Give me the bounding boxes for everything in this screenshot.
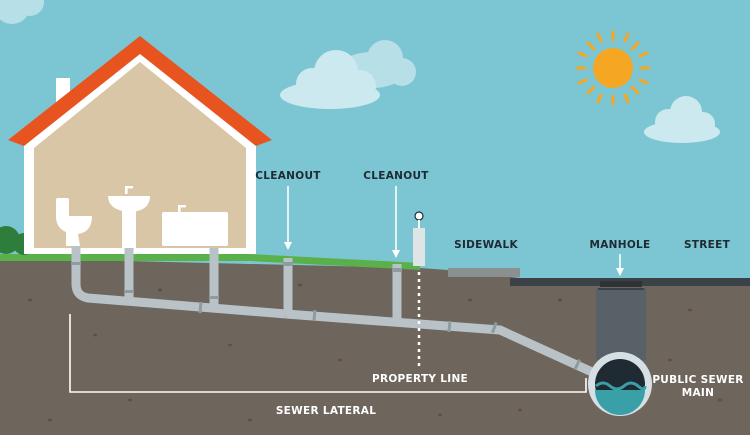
soil-specks (27, 283, 723, 422)
roof (8, 36, 272, 146)
sewer-lateral-bracket (69, 314, 587, 393)
pipe-joints (71, 262, 581, 371)
bathtub-icon (162, 205, 228, 246)
sidewalk-label: SIDEWALK (454, 239, 518, 251)
cloud-icon (644, 96, 720, 143)
cleanout-label-2: CLEANOUT (363, 170, 429, 182)
cleanout-label-1: CLEANOUT (255, 170, 321, 182)
house-wall (34, 62, 246, 248)
cloud-icon (0, 0, 44, 24)
house (8, 36, 272, 254)
label-pointers (284, 186, 624, 276)
public-sewer-label-line2: MAIN (682, 387, 714, 399)
public-sewer-main (588, 352, 652, 416)
cloud-icon (280, 50, 380, 109)
sewer-lateral-pipe (285, 309, 594, 377)
grass (0, 254, 420, 270)
street-label: STREET (684, 239, 731, 251)
sun-icon (575, 30, 651, 106)
sewer-lateral-label: SEWER LATERAL (276, 405, 376, 417)
toilet-icon (56, 198, 92, 246)
public-sewer-label-line1: PUBLIC SEWER (652, 374, 743, 386)
sidewalk-slab (448, 268, 520, 277)
manhole-label: MANHOLE (589, 239, 650, 251)
sink-icon (108, 186, 150, 248)
property-line-label: PROPERTY LINE (372, 373, 468, 385)
toilet-drain-pipe (71, 246, 287, 319)
drain-pipes (71, 246, 594, 377)
property-marker (413, 211, 425, 266)
manhole (596, 281, 646, 360)
